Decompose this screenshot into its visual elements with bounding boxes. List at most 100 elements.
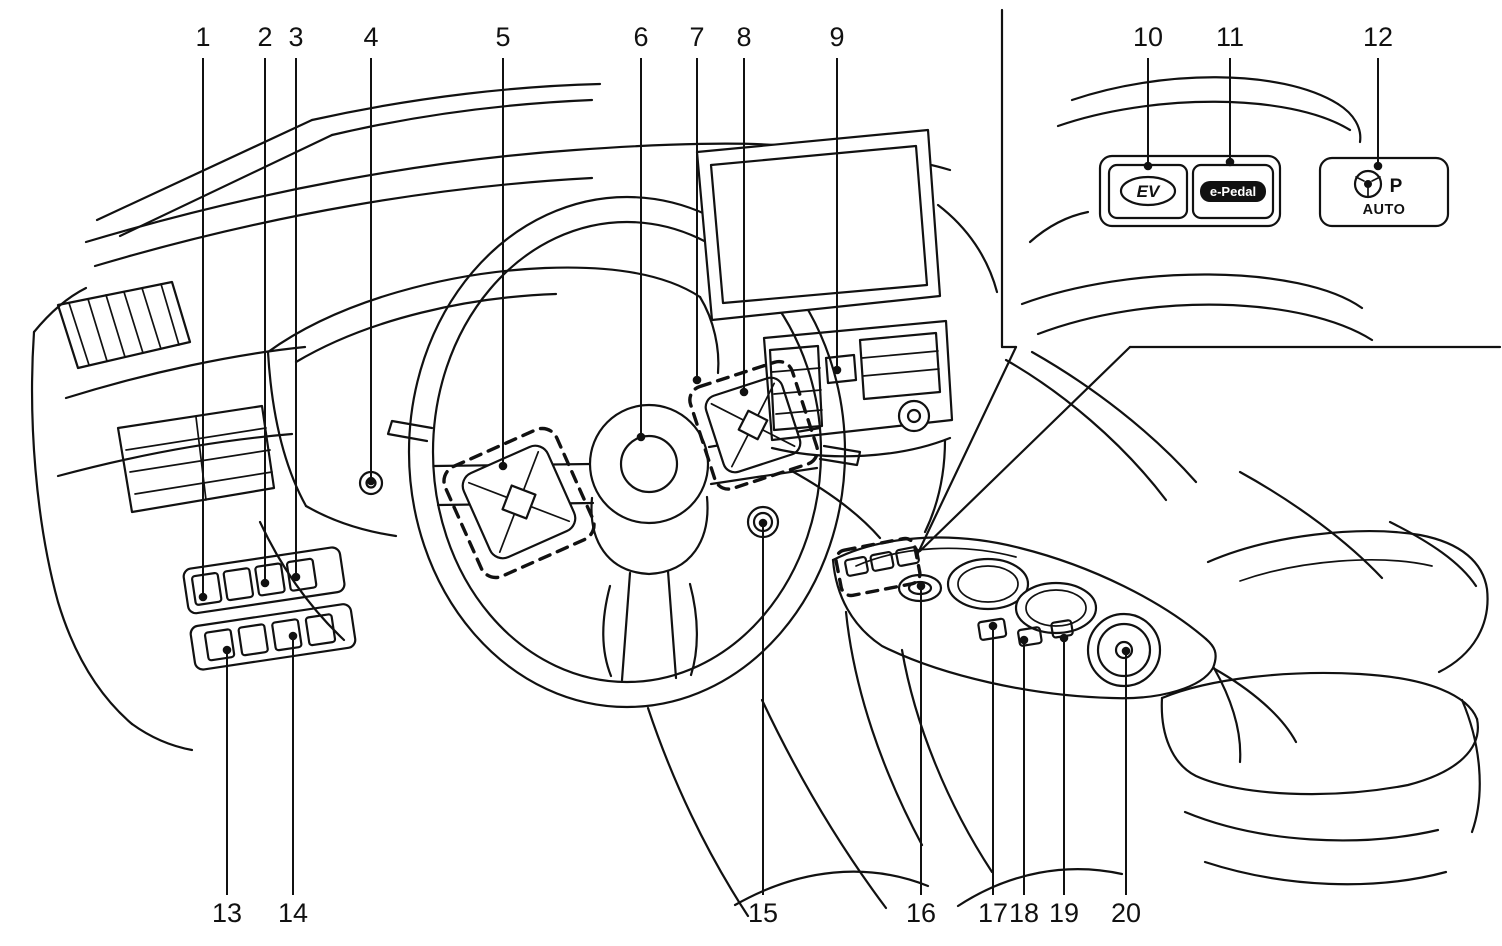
seat-backrest bbox=[1206, 530, 1489, 674]
steering-wheel-rim-outer bbox=[407, 195, 847, 709]
callout-number: 16 bbox=[906, 898, 936, 928]
seat-cushion-line bbox=[956, 868, 1124, 908]
switch-button bbox=[304, 613, 337, 647]
switch-panel bbox=[189, 603, 357, 671]
stalk-left bbox=[386, 419, 434, 443]
switch-button bbox=[285, 557, 318, 592]
callout-target-dot bbox=[222, 645, 232, 655]
callout-target-dot bbox=[1019, 635, 1029, 645]
callout-9: 9 bbox=[829, 22, 845, 375]
steering-wheel-icon-hub bbox=[1364, 180, 1372, 188]
console-button bbox=[844, 555, 869, 577]
dash-right-curve bbox=[936, 203, 999, 294]
center-display-frame bbox=[695, 128, 942, 322]
control-pad-center bbox=[737, 409, 769, 441]
callout-number: 6 bbox=[633, 22, 648, 52]
console-button bbox=[1017, 626, 1043, 647]
callout-5: 5 bbox=[495, 22, 511, 471]
windshield-base bbox=[330, 98, 594, 137]
console-side-line bbox=[900, 648, 994, 874]
cluster-hood-right bbox=[698, 295, 720, 375]
left-upper-vent bbox=[56, 280, 192, 370]
steering-column bbox=[602, 584, 613, 678]
seat-cushion-line bbox=[733, 870, 930, 907]
callout-target-dot bbox=[739, 387, 749, 397]
callout-number: 2 bbox=[257, 22, 272, 52]
inset-dash-curve bbox=[1020, 273, 1364, 310]
center-vent-left bbox=[768, 344, 824, 432]
vent-slat bbox=[771, 367, 821, 373]
seat-cushion bbox=[1160, 696, 1479, 796]
steering-wheel-rim-inner bbox=[431, 220, 823, 684]
callout-target-dot bbox=[988, 621, 998, 631]
ev-button-label: EV bbox=[1137, 182, 1161, 201]
dash-left-edge bbox=[30, 330, 134, 726]
inset-dash-curve bbox=[1070, 76, 1340, 106]
dash-lower-edge bbox=[130, 722, 194, 752]
control-pad-center bbox=[501, 484, 537, 520]
a-pillar-line bbox=[95, 118, 314, 222]
dash-top-edge bbox=[93, 176, 594, 268]
passenger-dash-line bbox=[1030, 350, 1198, 484]
callout-number: 5 bbox=[495, 22, 510, 52]
audio-knob-center bbox=[906, 408, 922, 424]
callout-number: 7 bbox=[689, 22, 704, 52]
callout-target-dot bbox=[916, 581, 926, 591]
center-stack-panel bbox=[762, 319, 954, 442]
auto-park-button bbox=[1318, 156, 1450, 228]
callout-number: 18 bbox=[1009, 898, 1039, 928]
vent-slat bbox=[129, 449, 271, 473]
callout-16: 16 bbox=[906, 581, 936, 928]
callout-14: 14 bbox=[278, 631, 308, 928]
stack-to-console bbox=[923, 438, 947, 534]
steering-column bbox=[688, 582, 698, 677]
inset-detail bbox=[916, 8, 1502, 555]
callout-number: 3 bbox=[288, 22, 303, 52]
callout-target-dot bbox=[1121, 646, 1131, 656]
seat-cushion bbox=[1160, 671, 1479, 721]
callout-target-dot bbox=[260, 578, 270, 588]
callout-18: 18 bbox=[1009, 635, 1039, 928]
floor-line bbox=[646, 706, 750, 918]
vent-hatch-line bbox=[141, 287, 162, 350]
callout-target-dot bbox=[636, 432, 646, 442]
audio-knob bbox=[897, 399, 931, 433]
auto-park-label: AUTO bbox=[1363, 202, 1406, 218]
inset-dash-curve bbox=[1028, 210, 1090, 244]
callout-13: 13 bbox=[212, 645, 242, 928]
callout-19: 19 bbox=[1049, 633, 1079, 928]
callout-15: 15 bbox=[748, 518, 778, 928]
callout-target-dot bbox=[288, 631, 298, 641]
switch-row-upper bbox=[182, 546, 346, 615]
callout-number: 1 bbox=[195, 22, 210, 52]
vent-slat bbox=[775, 409, 823, 415]
callout-number: 19 bbox=[1049, 898, 1079, 928]
ev-badge-outline bbox=[1119, 175, 1177, 207]
highlight-boxes bbox=[442, 359, 922, 598]
center-display-screen bbox=[709, 144, 929, 305]
vent-hatch-line bbox=[68, 302, 90, 366]
callout-8: 8 bbox=[736, 22, 752, 397]
dash-crease bbox=[64, 345, 307, 400]
switch-button bbox=[191, 571, 223, 606]
epedal-button-label: e-Pedal bbox=[1210, 184, 1256, 199]
vent-divider bbox=[195, 416, 207, 501]
callout-number: 20 bbox=[1111, 898, 1141, 928]
callout-number: 4 bbox=[363, 22, 378, 52]
cluster-hood bbox=[266, 266, 702, 354]
steering-right-controls-highlight bbox=[688, 359, 820, 491]
callout-target-dot bbox=[198, 592, 208, 602]
vent-slat bbox=[125, 427, 267, 451]
a-pillar-line bbox=[118, 133, 334, 238]
switch-button bbox=[271, 618, 303, 652]
callout-number: 14 bbox=[278, 898, 308, 928]
left-mid-vent bbox=[116, 404, 276, 514]
callout-target-dot bbox=[498, 461, 508, 471]
passenger-dash-line bbox=[1238, 470, 1384, 580]
steering-hub-center bbox=[619, 434, 679, 494]
callout-3: 3 bbox=[288, 22, 304, 582]
vent-hatch-line bbox=[105, 294, 126, 358]
dash-top-edge bbox=[84, 142, 792, 244]
callout-target-dot bbox=[1373, 161, 1383, 171]
